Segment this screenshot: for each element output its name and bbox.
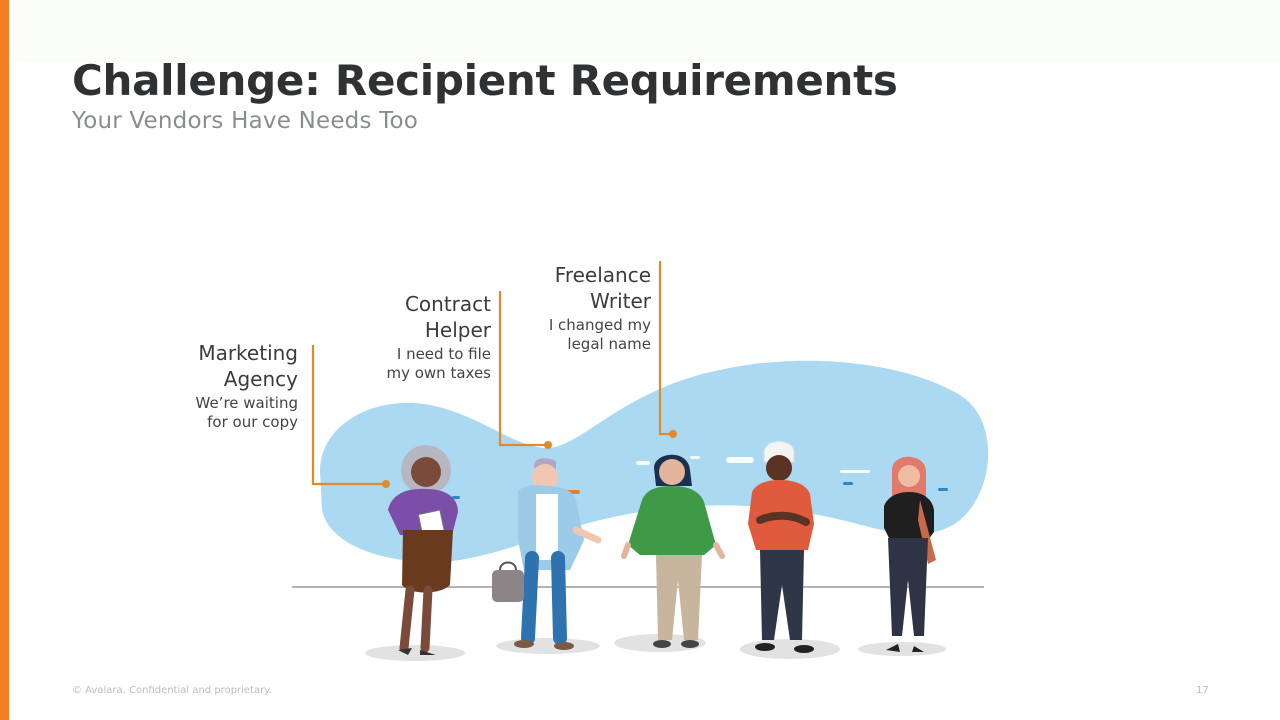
contract-helper-person-icon xyxy=(492,458,602,650)
callout-note: We’re waiting for our copy xyxy=(138,394,299,432)
page-number: 17 xyxy=(1196,685,1209,696)
hijab-person-icon xyxy=(884,456,936,652)
callout-note-line: legal name xyxy=(567,335,651,353)
callout-name: Helper xyxy=(424,318,491,342)
header-strip xyxy=(9,0,1280,62)
callout-dots xyxy=(382,430,677,488)
callout-note: I changed my legal name xyxy=(491,316,651,354)
slide-title: Challenge: Recipient Requirements xyxy=(72,56,898,105)
callout-lines xyxy=(311,261,672,486)
callout-name: Contract xyxy=(404,292,491,316)
callout-note: I need to file my own taxes xyxy=(331,345,491,383)
freelance-writer-person-icon xyxy=(621,454,725,648)
turban-person-icon xyxy=(748,441,814,653)
footer-copyright: © Avalara. Confidential and proprietary. xyxy=(72,685,272,696)
callout-freelance-writer: Freelance Writer I changed my legal name xyxy=(491,262,651,354)
blob-dashes xyxy=(636,456,870,473)
floor-shadows xyxy=(365,634,946,661)
callout-note-line: We’re waiting xyxy=(195,394,299,412)
blob-accents xyxy=(452,482,948,499)
accent-bar xyxy=(0,0,9,720)
callout-note-line: I changed my xyxy=(548,316,651,334)
background-blob xyxy=(320,360,989,562)
callout-name: Marketing xyxy=(198,341,298,365)
callout-name: Freelance xyxy=(554,263,651,287)
marketing-agency-person-icon xyxy=(388,445,458,655)
callout-note-line: my own taxes xyxy=(386,364,491,382)
callout-name: Agency xyxy=(223,367,298,391)
callout-note-line: I need to file xyxy=(396,345,491,363)
callout-name: Writer xyxy=(589,289,651,313)
callout-contract-helper: Contract Helper I need to file my own ta… xyxy=(331,291,491,383)
callout-note-line: for our copy xyxy=(207,413,298,431)
callout-marketing-agency: Marketing Agency We’re waiting for our c… xyxy=(138,340,299,432)
slide-subtitle: Your Vendors Have Needs Too xyxy=(72,108,419,134)
